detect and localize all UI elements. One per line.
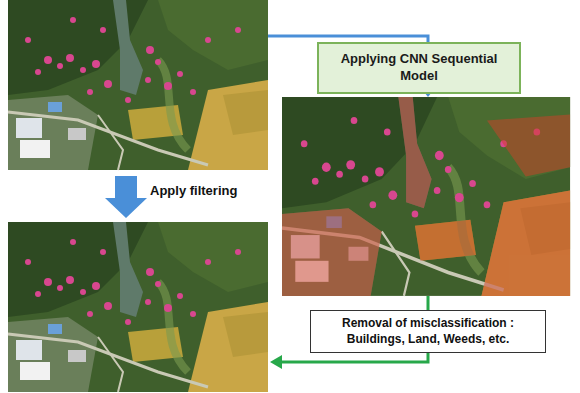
step-label: Apply filtering xyxy=(150,183,237,198)
aerial-photo xyxy=(8,0,268,170)
block-arrow xyxy=(105,176,147,218)
arrow-head xyxy=(270,355,282,369)
aerial-photo xyxy=(8,222,268,392)
box-text: Applying CNN Sequential Model xyxy=(325,51,513,85)
process-box: Applying CNN Sequential Model xyxy=(317,42,521,94)
classified-photo xyxy=(282,97,570,296)
note-box: Removal of misclassification : Buildings… xyxy=(310,310,546,353)
box-text: Removal of misclassification : Buildings… xyxy=(317,316,539,347)
